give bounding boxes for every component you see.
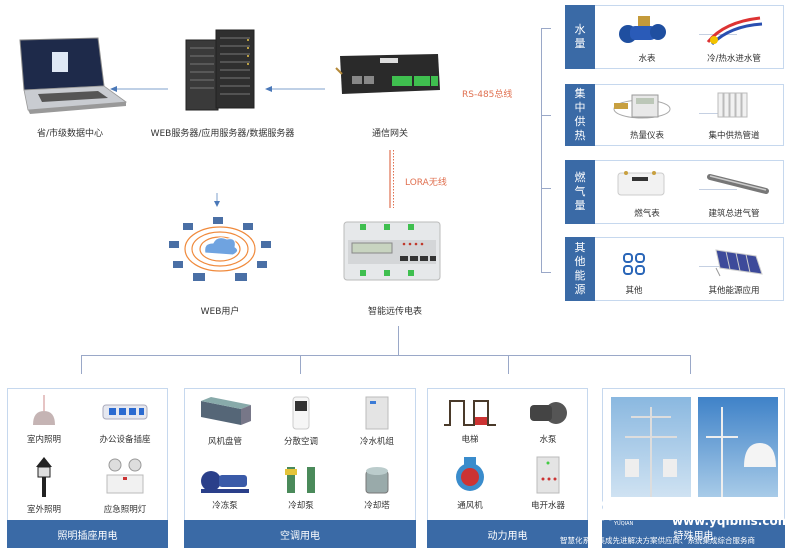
panel-power: 电梯 水泵 通风机 电开水器 动力用电 <box>427 388 588 548</box>
substation-photo <box>611 397 691 497</box>
gas-link <box>699 189 737 190</box>
tree-branch-1 <box>81 355 82 374</box>
panel-lighting-sockets-title: 照明插座用电 <box>7 520 168 548</box>
web-users-label: WEB用户 <box>200 307 240 317</box>
panel-hvac-title: 空调用电 <box>184 520 416 548</box>
category-other-energy: 其他能源 其他 其他能源应用 <box>565 237 784 301</box>
gateway-image <box>334 50 444 102</box>
right-tree-branch-3 <box>541 188 551 189</box>
lora-label: LORA无线 <box>405 178 447 188</box>
gateway-label: 通信网关 <box>371 129 408 139</box>
cooling-tower: 冷却塔 <box>341 465 413 511</box>
water-boiler: 电开水器 <box>510 455 586 511</box>
smart-meter-image <box>342 220 442 282</box>
data-center-label: 省/市级数据中心 <box>36 129 104 139</box>
category-gas-tab: 燃气量 <box>565 160 595 224</box>
office-sockets: 办公设备插座 <box>86 395 164 445</box>
water-meter-label: 水表 <box>638 54 656 64</box>
heat-meter-icon <box>612 91 672 121</box>
water-meter-icon <box>618 12 668 46</box>
chiller-unit: 冷水机组 <box>341 395 413 447</box>
grid-apps-icon <box>622 252 646 276</box>
fan-coil-icon <box>201 397 251 425</box>
indoor-lighting: 室内照明 <box>14 395 74 445</box>
heat-meter-label: 热量仪表 <box>629 131 664 141</box>
panel-hvac: 风机盘管 分散空调 冷水机组 冷冻泵 冷却泵 冷却塔 空调用电 <box>184 388 416 548</box>
watermark-slogan: 智慧化系统集成先进解决方案供应商、系统集成综合服务商 <box>560 536 755 545</box>
right-tree-branch-4 <box>541 272 551 273</box>
right-tree-trunk <box>541 28 542 273</box>
right-tree-branch-1 <box>541 28 551 29</box>
category-water: 水量 水表 冷/热水进水管 <box>565 5 784 69</box>
power-strip-icon <box>102 404 148 420</box>
tree-trunk <box>398 326 399 356</box>
other-label: 其他 <box>625 286 643 296</box>
elevator-icon <box>444 400 496 426</box>
category-heating: 集中供热 热量仪表 集中供热管道 <box>565 84 784 146</box>
centrifugal-pump-icon <box>530 402 567 424</box>
water-link <box>699 34 737 35</box>
server-label: WEB服务器/应用服务器/数据服务器 <box>150 129 295 139</box>
laptop-image <box>8 36 128 120</box>
chilled-water-pump: 冷冻泵 <box>189 465 261 511</box>
ventilator: 通风机 <box>432 455 508 511</box>
smart-meter-label: 智能远传电表 <box>367 307 422 317</box>
mast-photo <box>698 397 778 497</box>
radiator-icon <box>714 91 754 121</box>
vertical-pump-icon <box>285 467 315 493</box>
other-link <box>699 266 737 267</box>
category-other-energy-tab: 其他能源 <box>565 237 595 301</box>
tree-branch-3 <box>508 355 509 374</box>
elevator: 电梯 <box>432 395 508 445</box>
heating-pipe-label: 集中供热管道 <box>708 131 760 141</box>
watermark-brand-en: YUQIAN <box>614 521 634 527</box>
axial-fan-icon <box>456 457 484 491</box>
gas-pipe-label: 建筑总进气管 <box>708 209 760 219</box>
gas-meter-label: 燃气表 <box>634 209 660 219</box>
tree-bus <box>81 355 691 356</box>
cooling-pump: 冷却泵 <box>265 465 337 511</box>
gas-pipe-icon <box>706 171 770 197</box>
pump-icon <box>201 471 249 493</box>
lora-link-line <box>389 150 395 208</box>
rs485-label: RS-485总线 <box>462 90 513 100</box>
emergency-light: 应急照明灯 <box>86 455 164 515</box>
tree-branch-4 <box>690 355 691 374</box>
water-pump: 水泵 <box>510 395 586 445</box>
panel-lighting-sockets: 室内照明 办公设备插座 室外照明 应急照明灯 照明插座用电 <box>7 388 168 548</box>
right-tree-branch-2 <box>541 115 551 116</box>
arrow-to-server <box>265 77 325 92</box>
arrow-to-web-users <box>214 192 220 207</box>
chiller-icon <box>365 396 389 430</box>
panel-special-power-title: 特殊用电 <box>602 520 785 548</box>
arrow-to-laptop <box>110 77 168 92</box>
emergency-light-icon <box>106 458 144 494</box>
gas-meter-icon <box>616 169 666 199</box>
street-lamp-icon <box>36 457 52 497</box>
fan-coil: 风机盘管 <box>189 395 261 447</box>
tree-branch-2 <box>300 355 301 374</box>
cooling-tower-icon <box>365 467 389 494</box>
web-users-network-image <box>165 215 275 285</box>
panel-power-title: 动力用电 <box>427 520 588 548</box>
portable-ac-icon <box>292 396 310 430</box>
solar-panel-icon <box>706 248 764 278</box>
panel-special-power: 特殊用电 <box>602 388 785 548</box>
water-pipe-icon <box>704 12 764 46</box>
split-ac: 分散空调 <box>265 395 337 447</box>
other-energy-app-label: 其他能源应用 <box>708 286 760 296</box>
server-rack-image <box>182 26 262 116</box>
outdoor-lighting: 室外照明 <box>14 455 74 515</box>
watermark: 裕乾 YUQIAN 400-6569-69 www.yqibms.com 智慧化… <box>540 495 792 551</box>
water-pipe-label: 冷/热水进水管 <box>707 54 761 64</box>
watermark-url: www.yqibms.com <box>672 514 791 528</box>
pendant-lamp-icon <box>33 395 55 425</box>
water-boiler-icon <box>536 456 560 494</box>
watermark-brand: 裕乾 <box>592 499 637 524</box>
category-gas: 燃气量 燃气表 建筑总进气管 <box>565 160 784 224</box>
category-water-tab: 水量 <box>565 5 595 69</box>
category-heating-tab: 集中供热 <box>565 84 595 146</box>
watermark-phone: 400-6569-69 <box>670 495 784 514</box>
